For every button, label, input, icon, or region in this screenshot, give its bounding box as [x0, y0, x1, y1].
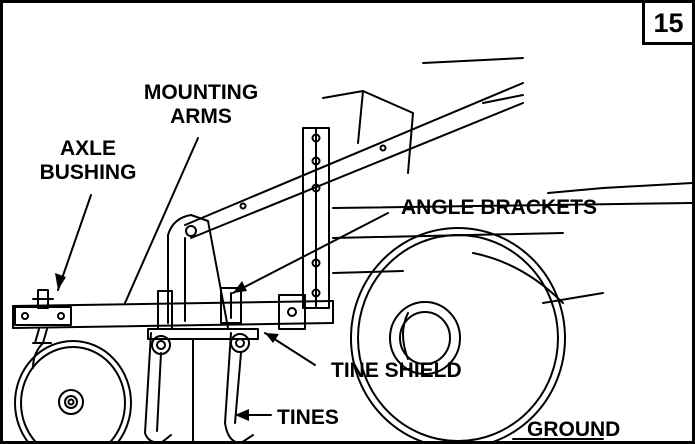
label-tines: TINES	[277, 406, 339, 429]
label-tine-shield: TINE SHIELD	[331, 359, 462, 382]
tines	[144, 328, 259, 441]
label-ground: GROUND	[527, 418, 621, 441]
leader-arrowheads	[55, 273, 279, 421]
figure-number: 15	[642, 3, 692, 45]
mounting-plate	[167, 214, 242, 329]
label-angle-brackets: ANGLE BRACKETS	[401, 196, 598, 219]
label-mounting-arms: MOUNTING ARMS	[121, 81, 281, 129]
tractor-wheel	[350, 227, 604, 441]
gauge-wheel	[14, 340, 132, 441]
label-axle-bushing-line2: BUSHING	[39, 161, 137, 184]
cultivator-drawing	[12, 57, 692, 441]
label-mounting-arms-line1: MOUNTING	[143, 81, 259, 104]
axle-bar	[12, 290, 334, 330]
vertical-bracket	[302, 127, 330, 309]
mounting-arm	[184, 82, 524, 239]
label-axle-bushing-line1: AXLE	[59, 137, 116, 160]
label-mounting-arms-line2: ARMS	[170, 105, 232, 128]
label-axle-bushing: AXLE BUSHING	[18, 137, 158, 185]
ground-line	[512, 438, 604, 440]
